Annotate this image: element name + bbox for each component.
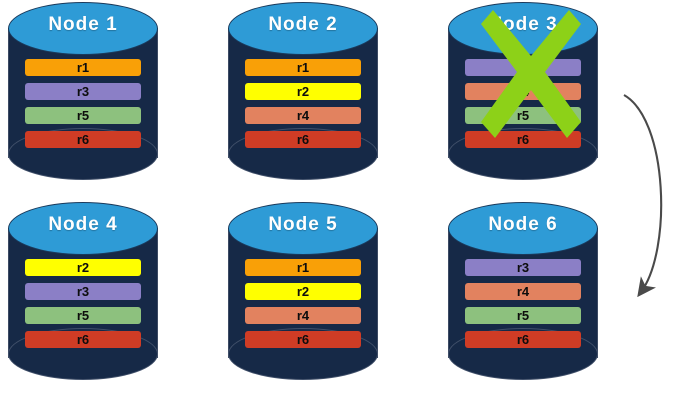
cylinder-top-ellipse — [448, 2, 598, 55]
record-bar[interactable]: r3 — [25, 83, 141, 100]
record-bar[interactable]: r3 — [465, 59, 581, 76]
record-bar[interactable]: r4 — [245, 307, 361, 324]
record-bar[interactable]: r6 — [25, 131, 141, 148]
record-bar[interactable]: r4 — [245, 107, 361, 124]
record-bar[interactable]: r1 — [245, 59, 361, 76]
record-list: r3 r4 r5 r6 — [448, 259, 598, 355]
record-bar[interactable]: r5 — [25, 107, 141, 124]
cylinder-top-ellipse — [8, 202, 158, 255]
record-bar[interactable]: r5 — [465, 107, 581, 124]
record-bar[interactable]: r5 — [25, 307, 141, 324]
cylinder-top-ellipse — [228, 2, 378, 55]
record-bar[interactable]: r4 — [465, 83, 581, 100]
record-bar[interactable]: r2 — [245, 83, 361, 100]
cylinder-top-ellipse — [448, 202, 598, 255]
record-bar[interactable]: r6 — [465, 131, 581, 148]
record-bar[interactable]: r2 — [25, 259, 141, 276]
record-bar[interactable]: r3 — [25, 283, 141, 300]
cylinder-top-ellipse — [228, 202, 378, 255]
record-bar[interactable]: r2 — [245, 283, 361, 300]
record-bar[interactable]: r6 — [465, 331, 581, 348]
record-bar[interactable]: r1 — [25, 59, 141, 76]
record-bar[interactable]: r3 — [465, 259, 581, 276]
record-list: r3 r4 r5 r6 — [448, 59, 598, 155]
record-list: r1 r2 r4 r6 — [228, 259, 378, 355]
record-bar[interactable]: r6 — [245, 331, 361, 348]
record-bar[interactable]: r6 — [25, 331, 141, 348]
record-list: r2 r3 r5 r6 — [8, 259, 158, 355]
record-bar[interactable]: r4 — [465, 283, 581, 300]
cylinder-top-ellipse — [8, 2, 158, 55]
record-bar[interactable]: r5 — [465, 307, 581, 324]
record-list: r1 r2 r4 r6 — [228, 59, 378, 155]
record-list: r1 r3 r5 r6 — [8, 59, 158, 155]
record-bar[interactable]: r6 — [245, 131, 361, 148]
record-bar[interactable]: r1 — [245, 259, 361, 276]
